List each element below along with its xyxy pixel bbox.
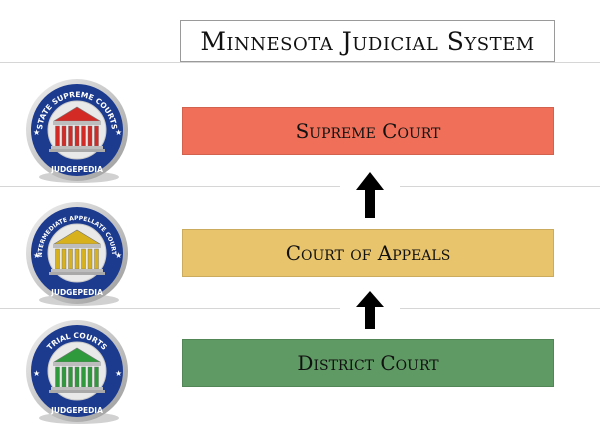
seal-column bbox=[74, 366, 80, 388]
seal-column bbox=[74, 248, 80, 270]
district-court-box: District Court bbox=[182, 339, 554, 387]
seal-star-right: ★ bbox=[115, 251, 122, 260]
seal-column bbox=[87, 366, 93, 388]
seal-step bbox=[49, 390, 105, 393]
seal-column bbox=[61, 125, 67, 147]
title-box: Minnesota Judicial System bbox=[180, 20, 555, 62]
seal-entablature bbox=[53, 244, 101, 248]
seal-column bbox=[68, 366, 73, 388]
seal-star-right: ★ bbox=[115, 369, 122, 378]
up-arrow-icon bbox=[356, 172, 384, 222]
seal-bottom-text: JUDGEPEDIA bbox=[50, 406, 103, 415]
divider-top bbox=[0, 62, 600, 63]
seal-entablature bbox=[53, 121, 101, 125]
seal-step bbox=[51, 387, 103, 390]
seal-column bbox=[55, 248, 60, 270]
seal-column bbox=[61, 248, 67, 270]
seal-column bbox=[81, 125, 86, 147]
divider-bottom bbox=[0, 308, 600, 309]
page-title: Minnesota Judicial System bbox=[200, 27, 535, 56]
district-court-label: District Court bbox=[297, 351, 439, 375]
seal-star-left: ★ bbox=[33, 128, 40, 137]
supreme-court-box: Supreme Court bbox=[182, 107, 554, 155]
supreme-court-label: Supreme Court bbox=[295, 119, 441, 143]
seal-column bbox=[68, 125, 73, 147]
seal-column bbox=[87, 125, 93, 147]
seal-column bbox=[74, 125, 80, 147]
court-of-appeals-box: Court of Appeals bbox=[182, 229, 554, 277]
seal-step bbox=[51, 269, 103, 272]
seal-bottom-text: JUDGEPEDIA bbox=[50, 165, 103, 174]
seal-star-left: ★ bbox=[33, 251, 40, 260]
seal-column bbox=[68, 248, 73, 270]
seal-column bbox=[55, 125, 60, 147]
seal-step bbox=[49, 272, 105, 275]
seal-column bbox=[94, 125, 99, 147]
seal-column bbox=[81, 366, 86, 388]
seal-column bbox=[87, 248, 93, 270]
appellate-court-seal-icon: ★★INTERMEDIATE APPELLATE COURTSJUDGEPEDI… bbox=[22, 200, 132, 310]
seal-star-left: ★ bbox=[33, 369, 40, 378]
arrow-fill bbox=[356, 291, 384, 329]
seal-column bbox=[94, 248, 99, 270]
seal-star-right: ★ bbox=[115, 128, 122, 137]
seal-column bbox=[61, 366, 67, 388]
divider-middle bbox=[0, 186, 600, 187]
seal-column bbox=[94, 366, 99, 388]
up-arrow-icon bbox=[356, 291, 384, 333]
seal-step bbox=[49, 149, 105, 152]
seal-column bbox=[81, 248, 86, 270]
seal-step bbox=[51, 146, 103, 149]
seal-entablature bbox=[53, 362, 101, 366]
seal-column bbox=[55, 366, 60, 388]
seal-bottom-text: JUDGEPEDIA bbox=[50, 288, 103, 297]
court-of-appeals-label: Court of Appeals bbox=[285, 241, 451, 265]
arrow-fill bbox=[356, 172, 384, 218]
